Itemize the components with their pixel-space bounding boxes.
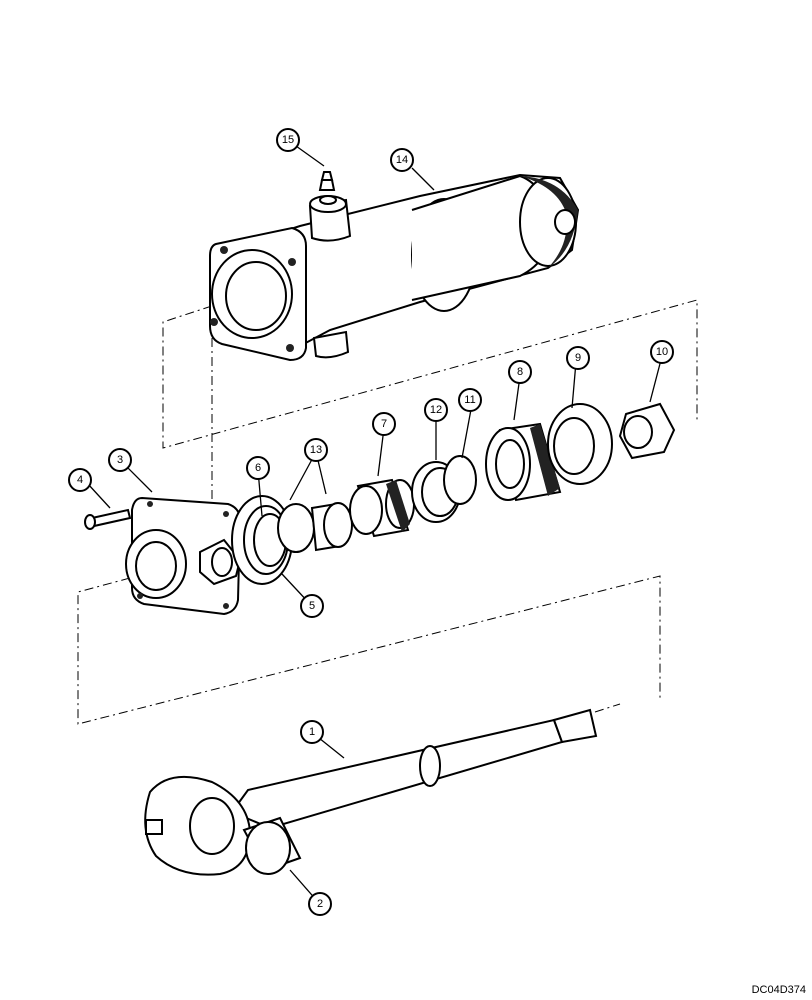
svg-text:14: 14: [396, 154, 408, 166]
svg-text:3: 3: [117, 454, 123, 466]
callout-12: 12: [424, 398, 448, 422]
svg-text:9: 9: [575, 352, 581, 364]
svg-text:13: 13: [310, 444, 322, 456]
callout-4: 4: [68, 468, 92, 492]
svg-text:1: 1: [309, 726, 315, 738]
piston-seal: [547, 403, 613, 485]
callout-8: 8: [508, 360, 532, 384]
callout-10: 10: [650, 340, 674, 364]
svg-text:10: 10: [656, 346, 668, 358]
bolt: [84, 508, 132, 530]
svg-text:4: 4: [77, 474, 83, 486]
svg-text:6: 6: [255, 462, 261, 474]
callout-11: 11: [458, 388, 482, 412]
cylinder-barrel: [209, 173, 580, 362]
callout-13: 13: [304, 438, 328, 462]
piston-rod: [144, 708, 598, 876]
callout-15: 15: [276, 128, 300, 152]
callout-14: 14: [390, 148, 414, 172]
callout-7: 7: [372, 412, 396, 436]
piston-rings: [411, 455, 477, 523]
svg-text:11: 11: [464, 394, 475, 406]
callout-6: 6: [246, 456, 270, 480]
callout-9: 9: [566, 346, 590, 370]
callout-2: 2: [308, 892, 332, 916]
svg-text:12: 12: [430, 404, 442, 416]
svg-text:2: 2: [317, 898, 323, 910]
document-id: DC04D374: [751, 984, 806, 996]
bushing: [242, 816, 302, 875]
callouts: 15 14 3 4 6 13 5 7 12 11 8 9 10 1 2: [68, 128, 674, 916]
svg-text:7: 7: [381, 418, 387, 430]
bearing: [349, 478, 415, 538]
piston-nut: [618, 402, 676, 460]
gland-head: [125, 496, 242, 616]
callout-3: 3: [108, 448, 132, 472]
svg-text:5: 5: [309, 600, 315, 612]
rod-seals: [277, 502, 353, 553]
svg-text:15: 15: [282, 134, 294, 146]
piston: [485, 422, 562, 502]
svg-text:8: 8: [517, 366, 523, 378]
grease-fitting: [318, 171, 336, 191]
callout-1: 1: [300, 720, 324, 744]
callout-5: 5: [300, 594, 324, 618]
